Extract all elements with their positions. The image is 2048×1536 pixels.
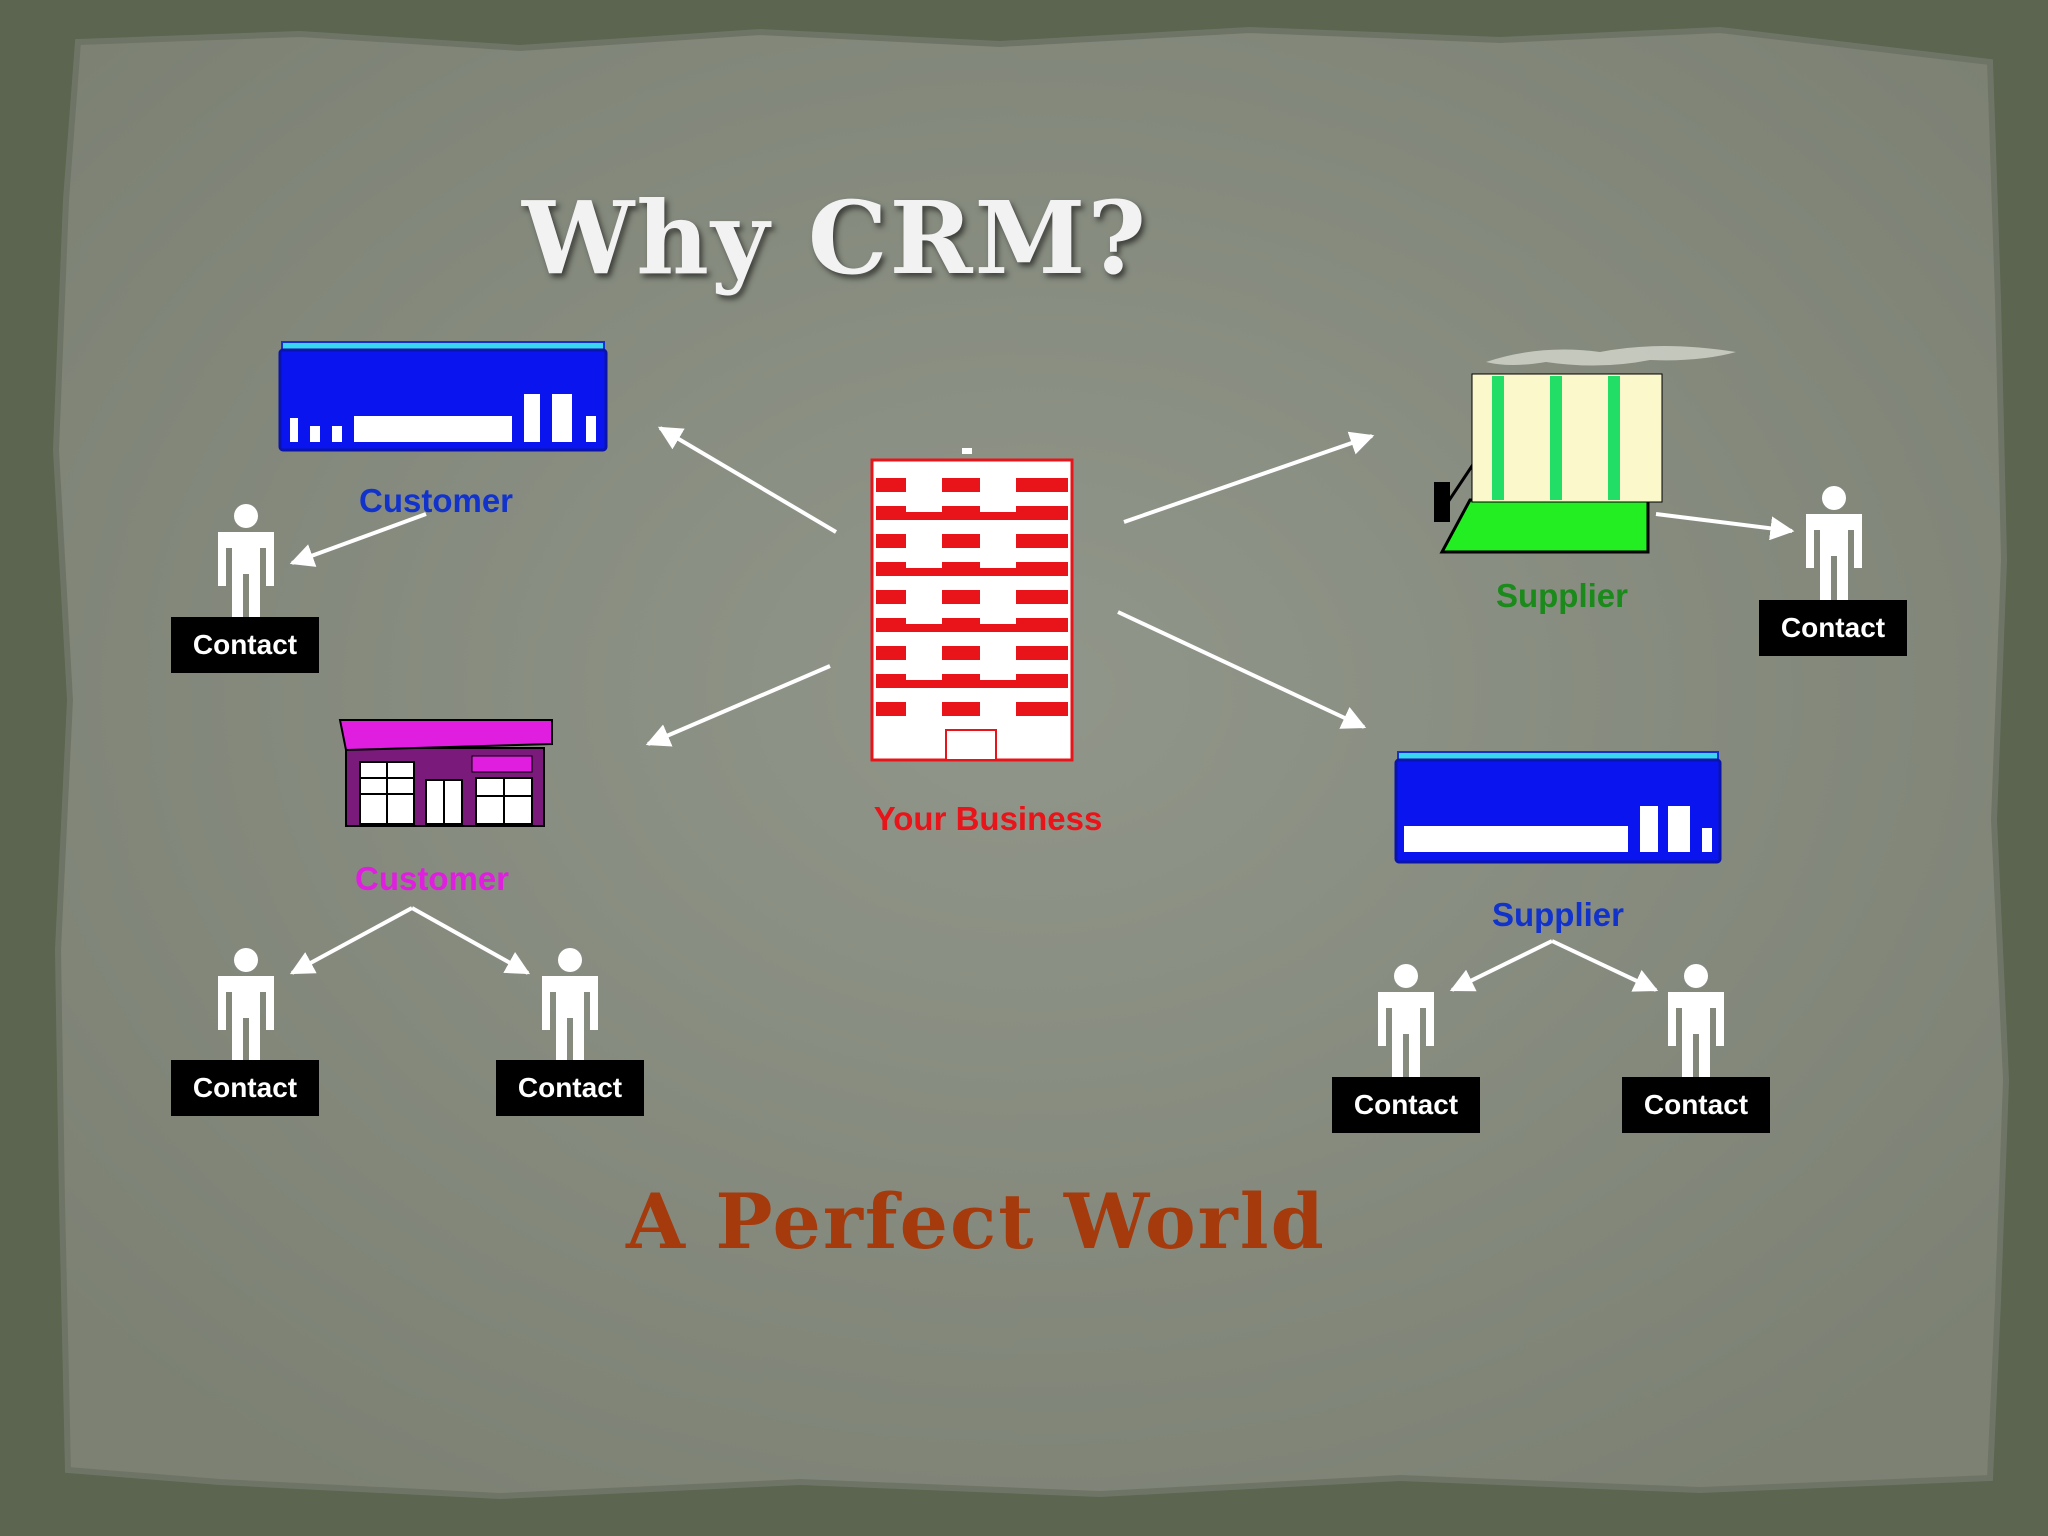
customer-2-label: Customer [354,860,510,897]
contact-box: Contact [1759,600,1907,656]
arrow-to-customer-1 [657,426,838,534]
contact-box: Contact [171,617,319,673]
contact-box: Contact [1332,1077,1480,1133]
contact-label: Contact [1643,1089,1749,1120]
warehouse-icon [278,341,608,452]
contact-box: Contact [171,1060,319,1116]
arrow-customer-2-contact-a [289,906,413,975]
contact-box: Contact [1622,1077,1770,1133]
page-subtitle: A Perfect World [626,1177,1326,1266]
connector-arrows [289,426,1795,992]
arrow-to-supplier-2 [1117,610,1367,729]
factory-icon [1434,346,1736,554]
arrow-supplier-2-contact-b [1551,939,1659,992]
office-tower-icon [870,448,1074,762]
supplier-1-label: Supplier [1495,577,1629,614]
contact-label: Contact [517,1072,623,1103]
customer-1-label: Customer [358,482,514,519]
contact-label: Contact [192,629,298,660]
storefront-icon [338,719,553,827]
arrow-to-customer-2 [645,664,831,747]
center-label: Your Business [873,800,1103,837]
arrow-customer-1-contact [289,512,427,567]
contact-label: Contact [1353,1089,1459,1120]
contact-label: Contact [192,1072,298,1103]
arrow-to-supplier-1 [1123,431,1375,524]
contact-label: Contact [1780,612,1886,643]
supplier-2-label: Supplier [1491,896,1625,933]
arrow-customer-2-contact-b [411,906,531,975]
contact-box: Contact [496,1060,644,1116]
arrow-supplier-2-contact-a [1449,939,1553,992]
page-title: Why CRM? [522,179,1148,297]
arrow-supplier-1-contact [1655,512,1795,541]
warehouse-icon [1394,751,1722,864]
